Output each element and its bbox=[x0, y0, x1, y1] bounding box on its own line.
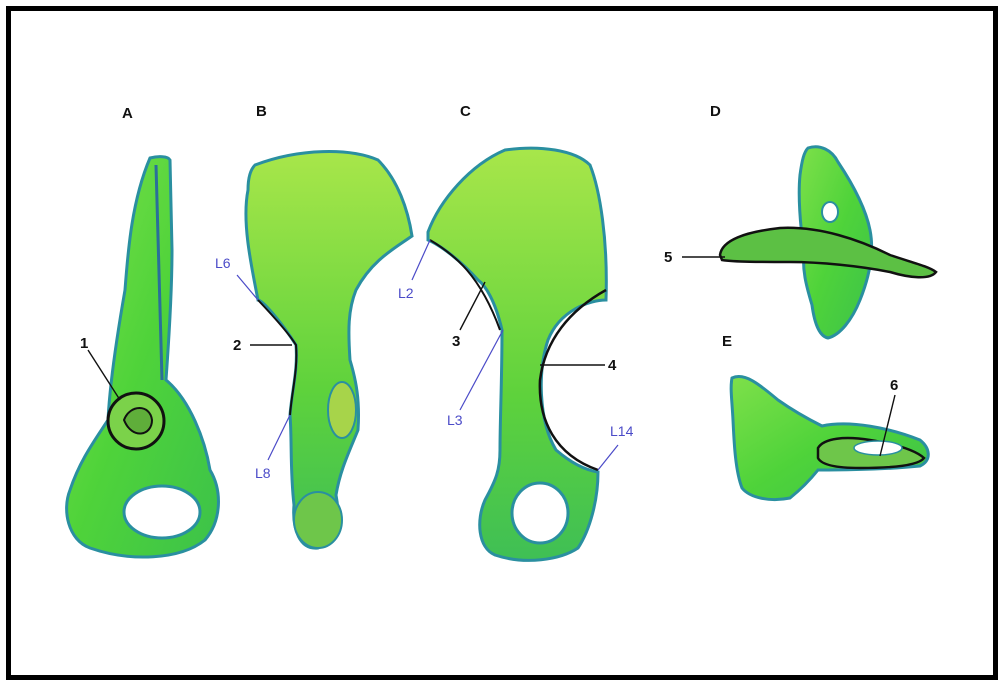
panel-d-bone bbox=[720, 147, 936, 338]
obturator-foramen-c bbox=[512, 483, 568, 543]
obturator-foramen-a bbox=[124, 486, 200, 538]
structure-label-4: 4 bbox=[608, 357, 617, 374]
panel-e-bone bbox=[731, 377, 928, 500]
leader-line-3 bbox=[460, 282, 485, 330]
landmark-label-l2: L2 bbox=[398, 285, 414, 301]
structure-label-6: 6 bbox=[890, 377, 898, 394]
landmark-line-l2 bbox=[412, 240, 430, 280]
panel-c-bone bbox=[428, 148, 606, 560]
panel-label-e: E bbox=[722, 333, 732, 350]
panel-label-c: C bbox=[460, 103, 471, 120]
panel-b-bone bbox=[246, 152, 412, 549]
structure-label-2: 2 bbox=[233, 337, 241, 354]
structure-label-3: 3 bbox=[452, 333, 460, 350]
landmark-label-l8: L8 bbox=[255, 465, 271, 481]
panel-a-bone bbox=[67, 157, 219, 557]
structure-label-1: 1 bbox=[80, 335, 88, 352]
landmark-line-l3 bbox=[460, 330, 503, 410]
landmark-label-l14: L14 bbox=[610, 423, 634, 439]
landmark-line-l8 bbox=[268, 415, 290, 460]
structure-label-5: 5 bbox=[664, 249, 672, 266]
landmark-line-l14 bbox=[598, 445, 618, 470]
panel-label-d: D bbox=[710, 103, 721, 120]
foramen-e bbox=[854, 441, 902, 455]
panel-label-a: A bbox=[122, 105, 133, 122]
landmark-label-l3: L3 bbox=[447, 412, 463, 428]
landmark-label-l6: L6 bbox=[215, 255, 231, 271]
panel-label-b: B bbox=[256, 103, 267, 120]
